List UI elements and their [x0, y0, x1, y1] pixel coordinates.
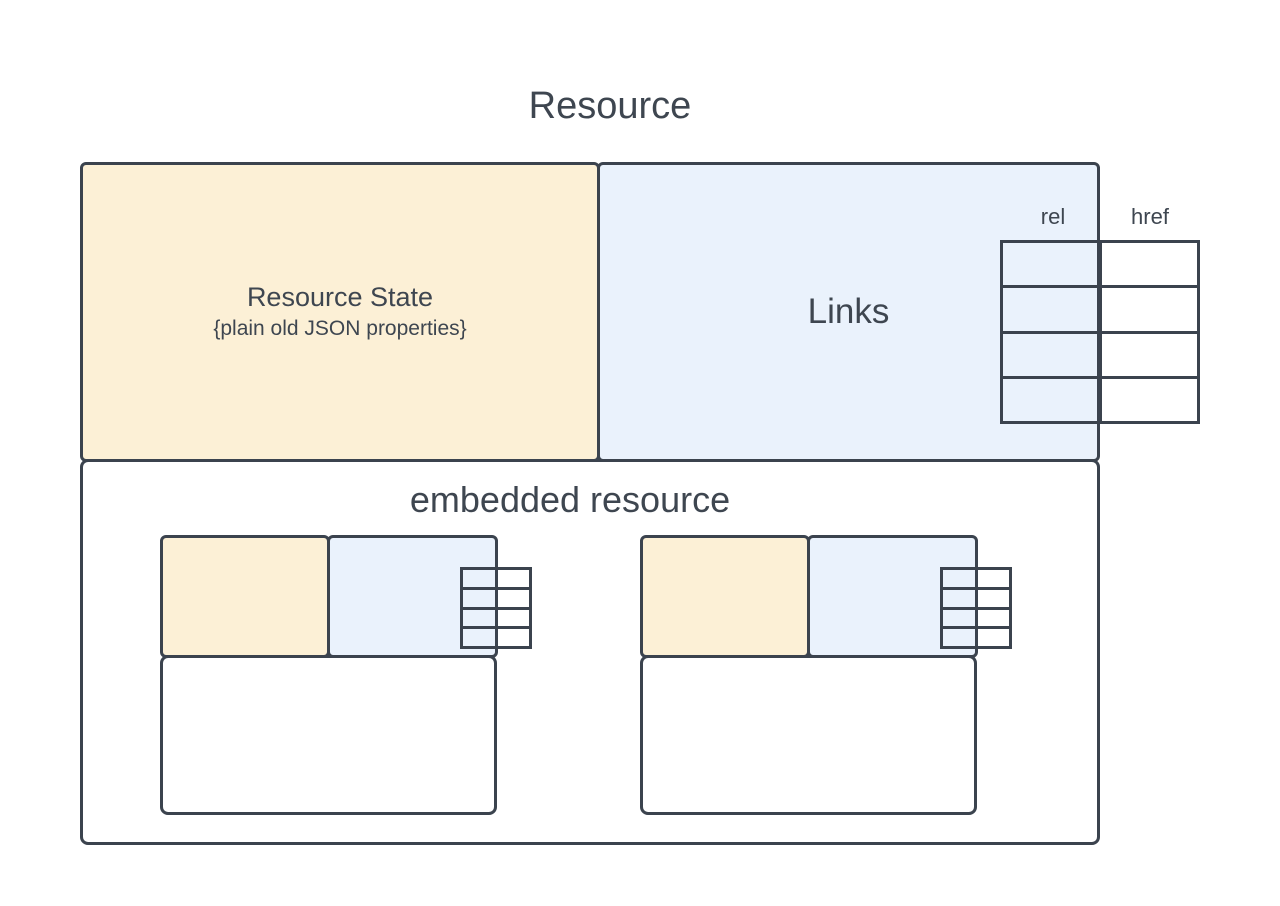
href-cell [974, 586, 1012, 610]
resource-state-title: Resource State [246, 282, 434, 313]
rel-cell [940, 567, 978, 590]
href-cell [494, 626, 532, 649]
href-cell [494, 586, 532, 610]
embedded-1-body-box [160, 655, 497, 815]
href-cell [494, 606, 532, 630]
rel-cell [940, 606, 978, 630]
href-cell [1098, 330, 1200, 379]
resource-state-box: Resource State {plain old JSON propertie… [80, 162, 600, 462]
rel-cell [460, 567, 498, 590]
rel-cell [940, 586, 978, 610]
href-cell [1098, 239, 1200, 289]
table-row [1000, 375, 1200, 425]
rel-cell [940, 626, 978, 649]
links-table-href-header: href [1131, 204, 1169, 229]
href-cell [974, 626, 1012, 649]
links-table-rel-header: rel [1040, 204, 1066, 229]
table-row [1000, 330, 1200, 379]
href-cell [974, 606, 1012, 630]
rel-cell [1000, 239, 1102, 289]
resource-state-subtitle: {plain old JSON properties} [213, 317, 467, 341]
href-cell [1098, 285, 1200, 334]
rel-cell [1000, 375, 1102, 425]
table-row [940, 586, 1012, 610]
rel-cell [460, 586, 498, 610]
table-row [460, 567, 532, 590]
table-row [460, 626, 532, 649]
diagram-title: Resource [528, 85, 692, 127]
table-row [1000, 239, 1200, 289]
table-row [460, 586, 532, 610]
embedded-resource-label: embedded resource [409, 479, 731, 520]
href-cell [974, 567, 1012, 590]
embedded-1-links-table [460, 567, 532, 649]
href-cell [494, 567, 532, 590]
rel-cell [460, 606, 498, 630]
href-cell [1098, 375, 1200, 425]
table-row [940, 567, 1012, 590]
embedded-2-body-box [640, 655, 977, 815]
table-row [940, 626, 1012, 649]
table-row [940, 606, 1012, 630]
table-row [1000, 285, 1200, 334]
rel-cell [1000, 285, 1102, 334]
links-table [1000, 239, 1200, 425]
rel-cell [1000, 330, 1102, 379]
embedded-2-state-box [640, 535, 810, 658]
links-title: Links [807, 292, 890, 331]
table-row [460, 606, 532, 630]
embedded-2-links-table [940, 567, 1012, 649]
embedded-1-state-box [160, 535, 330, 658]
rel-cell [460, 626, 498, 649]
